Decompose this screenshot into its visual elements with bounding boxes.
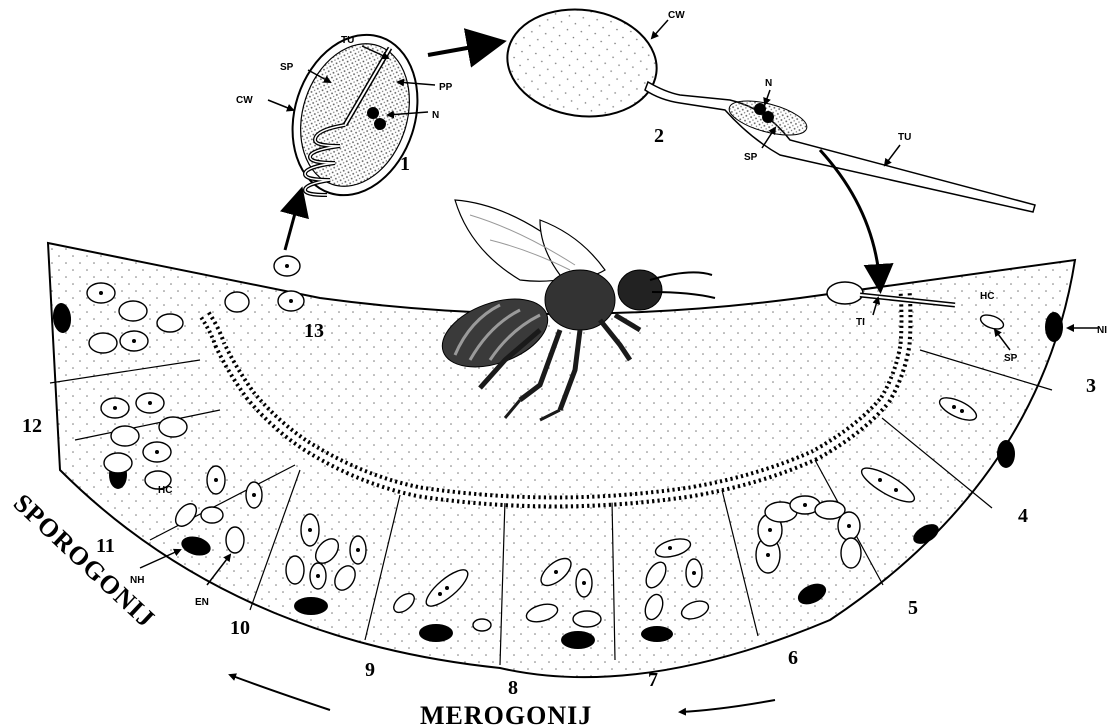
arrow-release-to-spore (285, 195, 300, 250)
label-tu-germ: TU (898, 132, 911, 143)
label-pp: PP (439, 82, 453, 93)
label-ti: TI (856, 317, 865, 328)
arrow-sporogony (230, 675, 330, 710)
mature-spore (273, 18, 438, 211)
arrow-spore-to-germination (428, 43, 495, 55)
stage-number-13: 13 (304, 320, 324, 342)
label-cw-spore: CW (236, 95, 253, 106)
stage-number-4: 4 (1018, 505, 1028, 527)
label-cw-germ: CW (668, 10, 685, 21)
label-n-spore: N (432, 110, 439, 121)
stage-number-2: 2 (654, 125, 664, 147)
label-hc-left: HC (158, 485, 172, 496)
stage-number-8: 8 (508, 677, 518, 699)
stage-number-9: 9 (365, 659, 375, 681)
stage-number-3: 3 (1086, 375, 1096, 397)
stage-number-1: 1 (400, 153, 410, 175)
stage-number-10: 10 (230, 617, 250, 639)
stage-number-6: 6 (788, 647, 798, 669)
stage-number-7: 7 (648, 669, 658, 691)
label-hc-right: HC (980, 291, 994, 302)
germinating-spore (500, 0, 1035, 212)
label-tu-spore: TU (341, 35, 354, 46)
label-sp-germ: SP (744, 152, 758, 163)
caption-merogony: MEROGONIJ (420, 701, 592, 727)
label-ni: NI (1097, 325, 1107, 336)
label-n-germ: N (765, 78, 772, 89)
stage-number-12: 12 (22, 415, 42, 437)
arrow-merogony (680, 700, 775, 712)
stage-number-5: 5 (908, 597, 918, 619)
label-sp-spore: SP (280, 62, 294, 73)
label-sp-right: SP (1004, 353, 1018, 364)
label-en: EN (195, 597, 209, 608)
